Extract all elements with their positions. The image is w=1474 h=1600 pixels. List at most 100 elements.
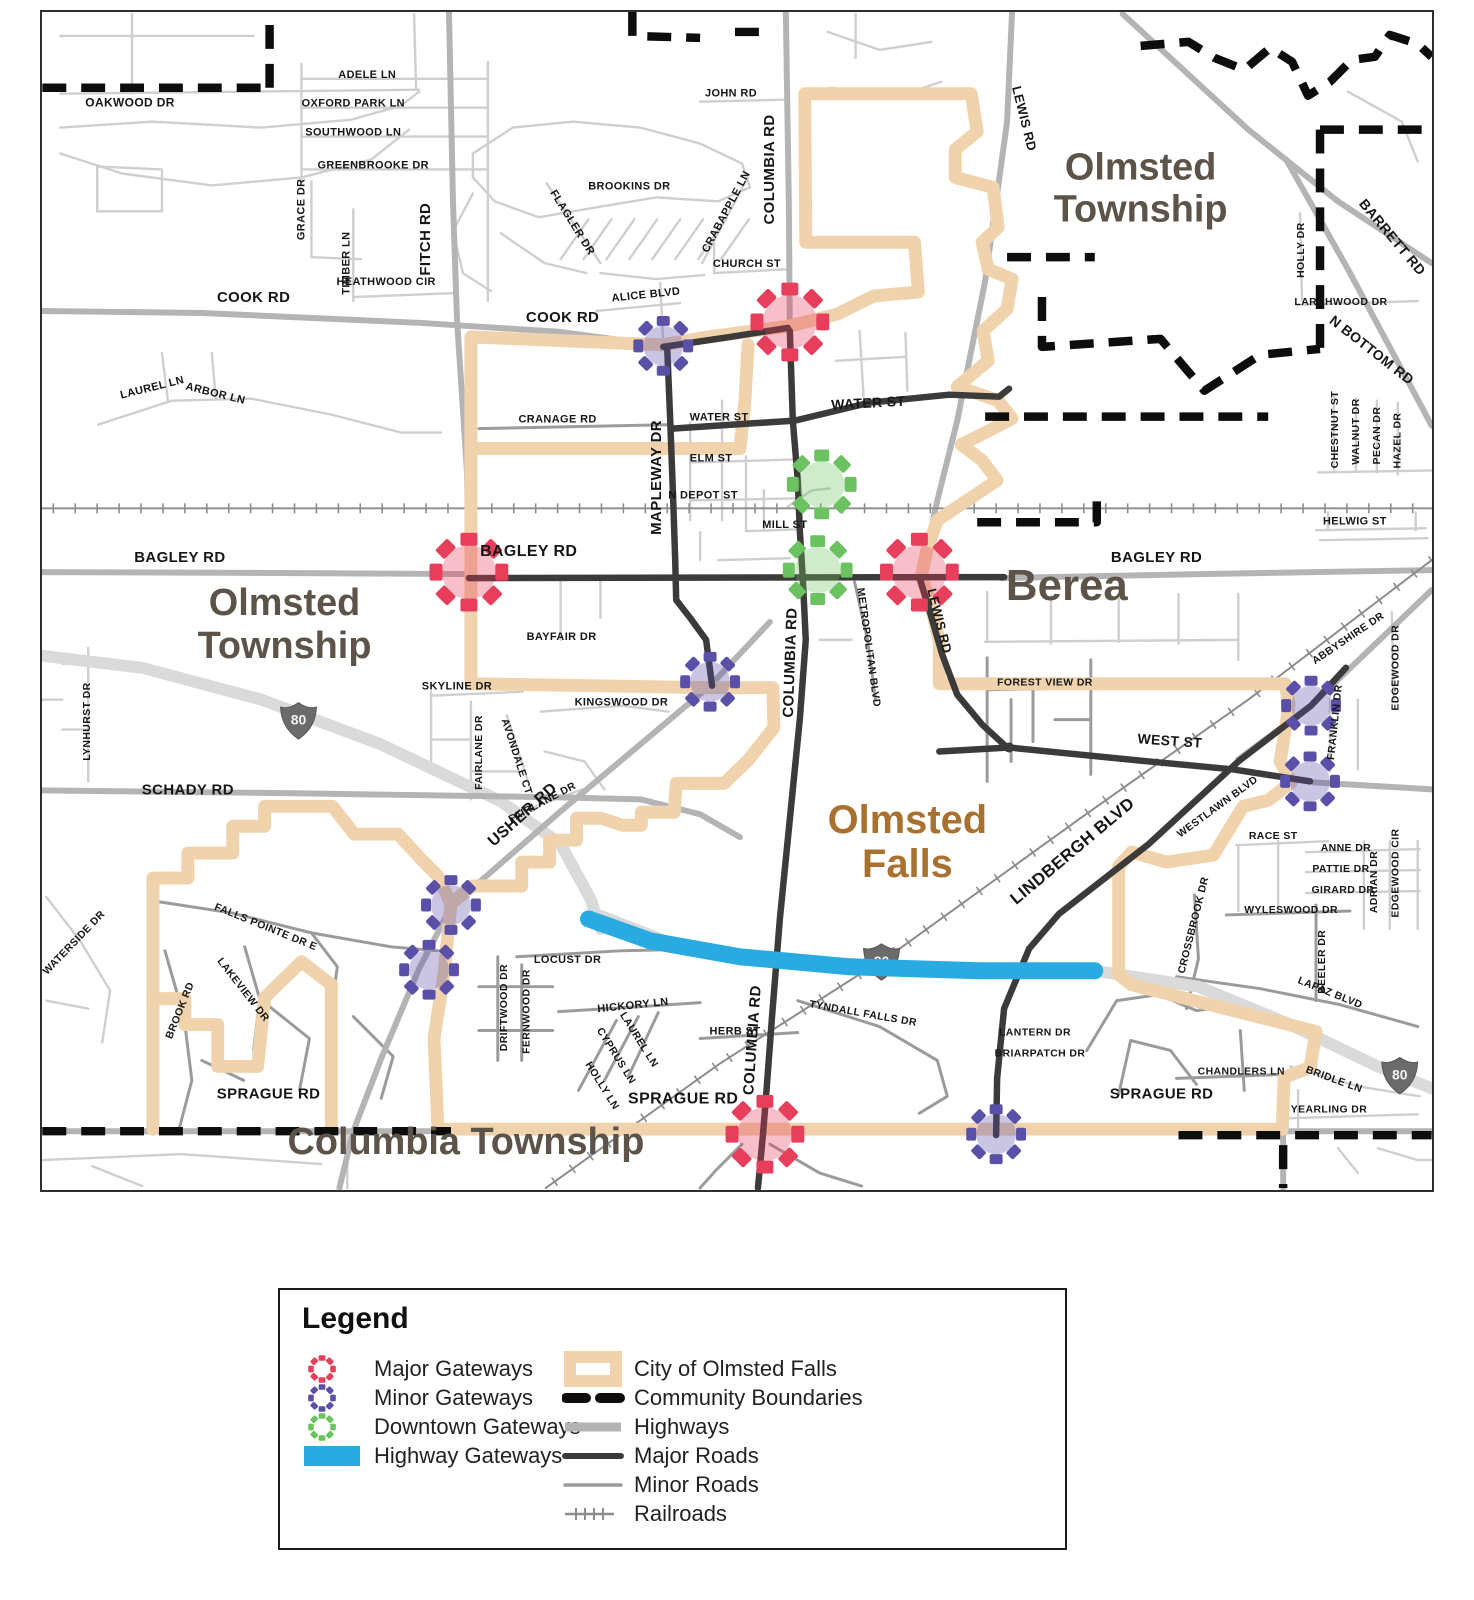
road-label: SOUTHWOOD LN	[305, 127, 401, 139]
minor-road	[1224, 909, 1352, 917]
minor-road	[674, 218, 705, 261]
road-label: COLUMBIA RD	[740, 985, 765, 1096]
minor-road	[1346, 90, 1419, 163]
road-label: SPRAGUE RD	[217, 1085, 321, 1102]
road-label: WEST ST	[1137, 730, 1203, 750]
railroad-tick	[1209, 719, 1217, 729]
community-boundary	[1037, 297, 1321, 395]
minor-gateway-marker	[1281, 675, 1341, 736]
railroad-tick	[836, 982, 844, 992]
road-label: EDGEWOOD DR	[1391, 625, 1402, 711]
railroad-tick	[1323, 635, 1331, 645]
road-label: CRANAGE RD	[518, 414, 596, 426]
railroad-tick	[781, 1017, 789, 1027]
highway-road	[918, 12, 1016, 578]
minor-road	[698, 1031, 800, 1041]
minor-road	[539, 704, 670, 713]
railroad-tick	[725, 1052, 733, 1063]
minor-road	[210, 351, 217, 400]
minor-road	[351, 1015, 395, 1100]
railroad-tick	[711, 1062, 719, 1072]
road-label: ELM ST	[690, 452, 733, 464]
railroad-tick	[818, 993, 826, 1004]
minor-road	[471, 120, 752, 219]
railroad-tick	[1375, 595, 1383, 605]
minor-road	[826, 30, 933, 52]
highway-road	[1283, 156, 1432, 429]
road-label: WATER ST	[831, 393, 906, 413]
legend-item-label: Minor Roads	[634, 1471, 759, 1497]
road-label: AVONDALE CT	[499, 717, 534, 796]
city-boundary-icon	[562, 1349, 634, 1389]
road-label: BAGLEY RD	[480, 543, 577, 560]
road-label: FLAGLER DR	[547, 188, 597, 258]
minor-road	[499, 232, 588, 275]
major-gateway-marker	[429, 532, 509, 612]
minor-road	[310, 180, 363, 261]
road-label: LAUREL LN	[119, 374, 185, 401]
railroad-tick	[675, 1087, 684, 1097]
road-label: CRABAPPLE LN	[700, 169, 753, 255]
minor-road	[582, 218, 613, 261]
interstate-80-shield: 80	[1381, 1056, 1419, 1095]
minor-road	[698, 1142, 744, 1190]
minor-road	[688, 497, 803, 502]
road-label: WYLESWOOD DR	[1244, 905, 1338, 916]
downtown-gateway-marker	[782, 535, 853, 605]
road-label: GIRARD DR	[1312, 885, 1375, 896]
legend-item-label: Major Roads	[634, 1442, 759, 1468]
railroad-tick	[904, 937, 912, 947]
interstate-80-shield-label: 80	[1392, 1066, 1408, 1082]
area-label: Township	[198, 625, 372, 667]
highway-gateway-band	[580, 910, 1104, 980]
minor-road	[659, 281, 665, 345]
minor-road	[719, 218, 751, 261]
major-gateway-marker	[725, 1094, 805, 1174]
highways-icon	[562, 1411, 634, 1443]
minor-road	[744, 528, 801, 533]
minor-road	[451, 192, 493, 293]
highway-road	[1119, 12, 1432, 267]
minor-road	[545, 182, 602, 265]
minor-gateway-marker	[399, 939, 459, 1000]
railroad-tick	[604, 1138, 612, 1148]
minor-road	[1336, 1146, 1360, 1175]
city-of-olmsted-falls-boundary	[146, 955, 338, 1136]
road-label: BARRETT RD	[1356, 196, 1429, 279]
minor-gateway-marker	[680, 651, 740, 712]
major-road	[465, 573, 1008, 582]
railroad-tick	[1410, 569, 1418, 578]
minor-road	[983, 638, 1240, 644]
road-label: ADELE LN	[338, 69, 396, 81]
road-label: FOREST VIEW DR	[997, 678, 1093, 689]
legend-title: Legend	[302, 1302, 409, 1335]
railroad-tick	[744, 1041, 752, 1051]
railroad-tick	[993, 873, 1001, 883]
railroad-tick	[1173, 745, 1181, 755]
major-road	[936, 744, 1314, 785]
minor-road	[1238, 1029, 1246, 1092]
minor-gateway-marker	[421, 875, 481, 935]
road-label: PATTIE DR	[1312, 864, 1369, 875]
gateway-minor-icon	[302, 1382, 374, 1414]
minor-road	[557, 1001, 702, 1014]
road-junction	[1004, 742, 1015, 753]
minor-road	[160, 351, 170, 402]
interstate-80-shield-label: 80	[291, 712, 307, 728]
city-of-olmsted-falls-boundary	[146, 799, 458, 1136]
road-label: DRIFTWOOD DR	[499, 964, 510, 1051]
railroad-tick	[1102, 795, 1110, 805]
railroad-tick	[1305, 648, 1313, 658]
minor-road	[796, 999, 949, 1115]
highway-road	[336, 618, 773, 1190]
road-label: FALLS POINTE DR E	[213, 902, 319, 953]
minor-road	[628, 218, 659, 261]
road-label: HAZEL DR	[1393, 413, 1404, 469]
road-label: FERNWOOD DR	[522, 969, 533, 1054]
legend-item-label: Minor Gateways	[374, 1384, 533, 1410]
minor-gateway-marker	[1280, 751, 1340, 812]
community-boundary	[1140, 30, 1432, 100]
road-label: JOHN RD	[705, 88, 757, 100]
